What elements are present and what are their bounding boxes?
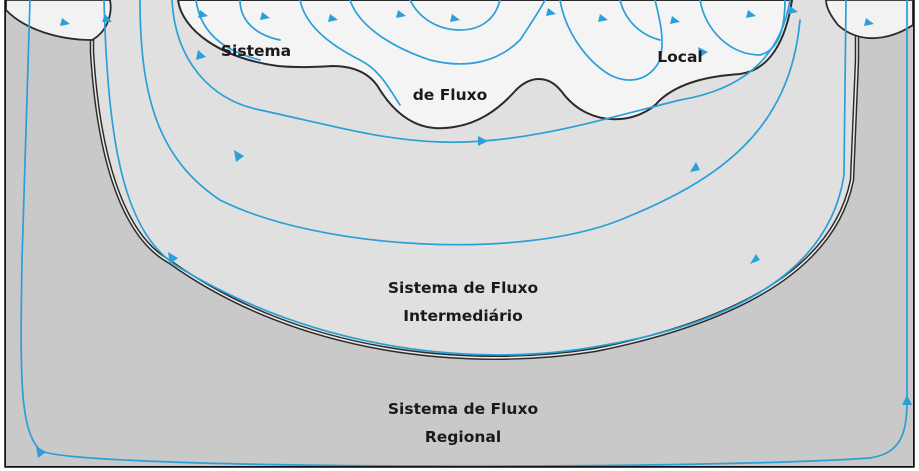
flow-arrow bbox=[690, 162, 700, 172]
regional-flow-line bbox=[20, 0, 908, 466]
intermediate-flow-line-inner bbox=[139, 0, 801, 246]
local-flow-line bbox=[619, 0, 661, 41]
intermediate-label-line-1: Sistema de Fluxo bbox=[388, 279, 538, 297]
local-label-word-2: de Fluxo bbox=[413, 86, 488, 104]
local-flow-line bbox=[699, 0, 786, 56]
local-flow-line bbox=[299, 0, 401, 106]
regional-label-line-1: Sistema de Fluxo bbox=[388, 400, 538, 418]
local-label-word-3: Local bbox=[657, 48, 703, 66]
intermediate-flow-line-outer bbox=[103, 0, 847, 356]
local-flow-zone bbox=[176, 0, 794, 130]
left-local-cell bbox=[6, 0, 112, 41]
local-label-word-1: Sistema bbox=[221, 42, 291, 60]
intermediate-boundary-highlight bbox=[91, 0, 858, 359]
local-flow-line bbox=[239, 0, 281, 41]
local-flow-line bbox=[171, 0, 791, 144]
flow-arrow bbox=[234, 150, 244, 162]
regional-label-line-2: Regional bbox=[425, 428, 501, 446]
intermediate-label-line-2: Intermediário bbox=[403, 307, 523, 325]
local-flow-line bbox=[409, 0, 501, 31]
local-flow-line bbox=[559, 0, 663, 81]
top-arrowheads bbox=[60, 6, 874, 26]
local-flow-line bbox=[349, 0, 546, 65]
flow-arrow bbox=[750, 254, 760, 264]
flow-arrow bbox=[902, 395, 912, 405]
flow-arrow bbox=[478, 136, 488, 146]
flow-arrow bbox=[698, 47, 708, 57]
right-local-cell bbox=[825, 0, 913, 40]
flow-arrow bbox=[36, 446, 46, 458]
flow-arrow bbox=[196, 50, 206, 60]
flow-arrow bbox=[168, 252, 178, 264]
local-flow-line bbox=[195, 0, 261, 61]
